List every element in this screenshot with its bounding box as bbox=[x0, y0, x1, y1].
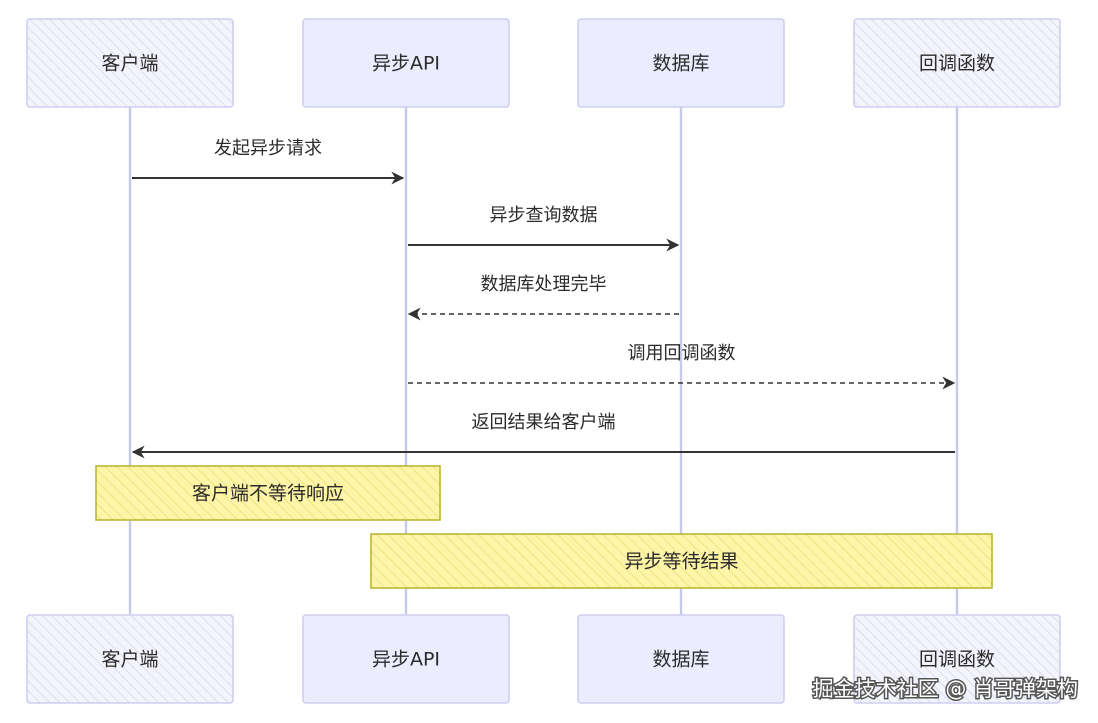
message-label: 发起异步请求 bbox=[214, 138, 322, 159]
lifelines bbox=[128, 107, 959, 615]
participant-label: 回调函数 bbox=[919, 649, 995, 671]
participant-box bbox=[577, 18, 785, 108]
participant-box bbox=[302, 614, 510, 704]
participant-label: 数据库 bbox=[652, 649, 709, 671]
participant-box bbox=[302, 18, 510, 108]
note-label: 异步等待结果 bbox=[624, 551, 738, 573]
participant-label: 客户端 bbox=[101, 649, 158, 671]
participant-top-async_api: 异步API bbox=[302, 18, 510, 108]
note-2: 异步等待结果 bbox=[370, 533, 993, 589]
participant-label: 异步API bbox=[372, 53, 440, 75]
message-label: 返回结果给客户端 bbox=[472, 412, 616, 433]
participant-bottom-callback: 回调函数 bbox=[853, 614, 1061, 704]
participant-label: 回调函数 bbox=[919, 53, 995, 75]
participant-box bbox=[853, 614, 1061, 704]
participant-label: 异步API bbox=[372, 649, 440, 671]
participant-bottom-async_api: 异步API bbox=[302, 614, 510, 704]
participant-box bbox=[577, 614, 785, 704]
participant-bottom-client: 客户端 bbox=[26, 614, 234, 704]
message-label: 调用回调函数 bbox=[628, 343, 736, 364]
participant-header-row: 客户端 异步API 数据库 回调函数 bbox=[26, 18, 1061, 108]
note-box bbox=[370, 533, 993, 589]
participant-label: 客户端 bbox=[101, 53, 158, 75]
watermark-text: 掘金技术社区 @ 肖哥弹架构 bbox=[813, 677, 1078, 701]
participant-box bbox=[853, 18, 1061, 108]
participant-footer-row: 客户端 异步API 数据库 回调函数 bbox=[26, 614, 1061, 704]
message-5: 返回结果给客户端 bbox=[131, 412, 955, 459]
message-label: 数据库处理完毕 bbox=[481, 274, 607, 295]
participant-box bbox=[26, 18, 234, 108]
message-3: 数据库处理完毕 bbox=[407, 274, 679, 321]
participant-top-callback: 回调函数 bbox=[853, 18, 1061, 108]
participant-top-client: 客户端 bbox=[26, 18, 234, 108]
note-1: 客户端不等待响应 bbox=[95, 465, 441, 521]
participant-top-database: 数据库 bbox=[577, 18, 785, 108]
message-label: 异步查询数据 bbox=[490, 205, 598, 226]
participant-label: 数据库 bbox=[652, 53, 709, 75]
message-1: 发起异步请求 bbox=[132, 138, 405, 185]
participant-box bbox=[26, 614, 234, 704]
message-4: 调用回调函数 bbox=[408, 343, 956, 390]
note-label: 客户端不等待响应 bbox=[192, 483, 344, 505]
message-2: 异步查询数据 bbox=[408, 205, 680, 252]
participant-bottom-database: 数据库 bbox=[577, 614, 785, 704]
note-box bbox=[95, 465, 441, 521]
